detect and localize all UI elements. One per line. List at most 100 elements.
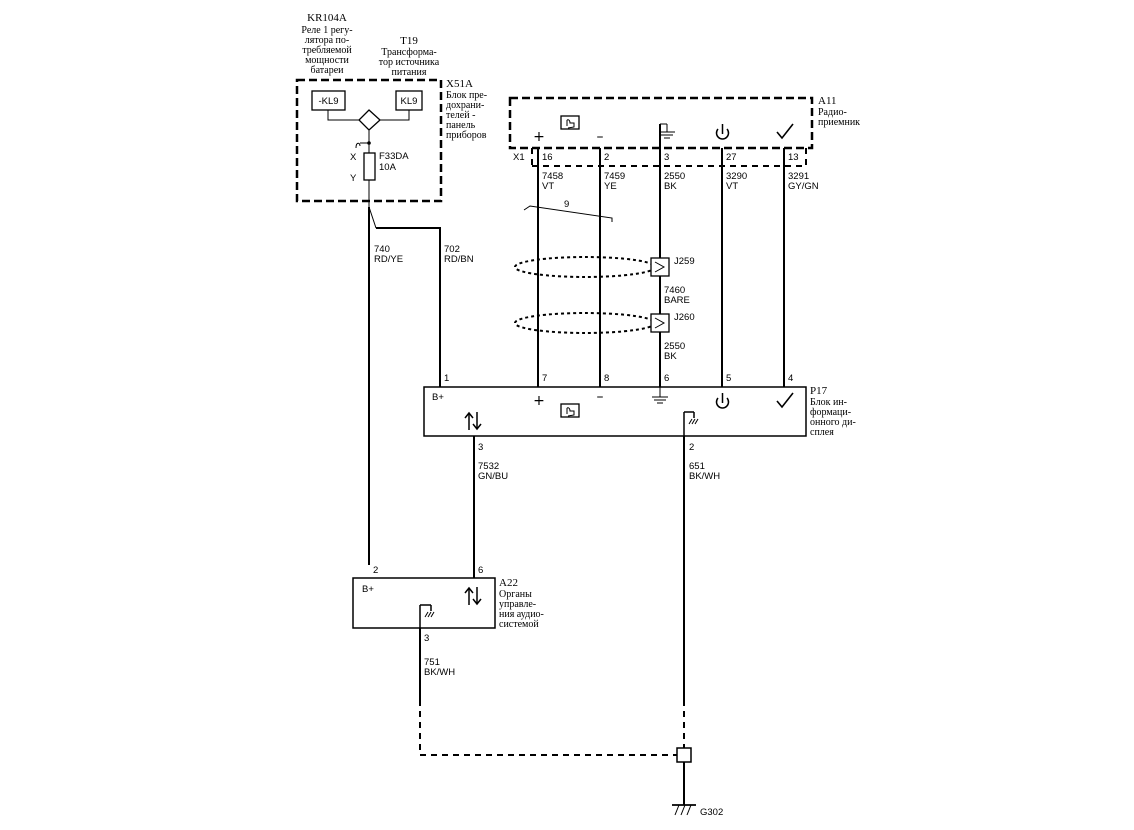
svg-text:6: 6 bbox=[664, 373, 669, 384]
splice-j259 bbox=[650, 257, 670, 277]
svg-text:7: 7 bbox=[542, 373, 547, 384]
svg-text:2: 2 bbox=[373, 565, 378, 576]
minus-icon: – bbox=[597, 129, 604, 145]
a22-data-arrows-icon bbox=[464, 586, 482, 606]
svg-text:дохрани-: дохрани- bbox=[446, 100, 484, 111]
fuse-name: F33DA bbox=[379, 151, 409, 162]
a11-label: A11 Радио- приемник bbox=[818, 95, 860, 128]
a11-radio-block bbox=[508, 96, 814, 150]
ground-splice bbox=[676, 747, 692, 763]
svg-text:BK/WH: BK/WH bbox=[689, 471, 720, 482]
svg-text:A22: A22 bbox=[499, 577, 518, 589]
svg-text:приборов: приборов bbox=[446, 130, 487, 141]
p17-touch-hand-icon bbox=[560, 403, 580, 418]
svg-text:GN/BU: GN/BU bbox=[478, 471, 508, 482]
svg-text:панель: панель bbox=[446, 120, 476, 131]
fuse-y-label: Y bbox=[350, 173, 357, 184]
svg-text:Органы: Органы bbox=[499, 589, 532, 600]
svg-text:системой: системой bbox=[499, 619, 539, 630]
svg-text:YE: YE bbox=[604, 181, 617, 192]
svg-text:2: 2 bbox=[604, 152, 609, 163]
p17-display-block bbox=[423, 386, 807, 437]
switch-hook-icon bbox=[355, 142, 361, 149]
svg-text:2: 2 bbox=[689, 442, 694, 453]
svg-text:7459: 7459 bbox=[604, 171, 625, 182]
x51a-label: X51A Блок пре- дохрани- телей - панель п… bbox=[446, 78, 487, 141]
p17-chassis-ground-icon bbox=[683, 411, 699, 436]
svg-text:мощности: мощности bbox=[305, 55, 349, 66]
svg-text:7460: 7460 bbox=[664, 285, 685, 296]
svg-text:BK: BK bbox=[664, 351, 677, 362]
svg-text:2550: 2550 bbox=[664, 171, 685, 182]
svg-text:RD/YE: RD/YE bbox=[374, 254, 403, 265]
svg-text:1: 1 bbox=[444, 373, 449, 384]
svg-text:RD/BN: RD/BN bbox=[444, 254, 474, 265]
plus-icon: + bbox=[533, 129, 545, 145]
check-icon bbox=[776, 123, 794, 140]
svg-text:VT: VT bbox=[542, 181, 554, 192]
svg-text:тор источника: тор источника bbox=[379, 57, 440, 68]
svg-text:2550: 2550 bbox=[664, 341, 685, 352]
shield-lower bbox=[514, 312, 656, 334]
p17-ground-icon bbox=[652, 387, 668, 404]
a22-bplus-label: B+ bbox=[362, 584, 374, 595]
twist-label: 9 bbox=[564, 199, 569, 210]
svg-text:BK: BK bbox=[664, 181, 677, 192]
relay-kl9-neg-label: -KL9 bbox=[318, 96, 338, 107]
g302-label: G302 bbox=[700, 807, 723, 818]
svg-text:6: 6 bbox=[478, 565, 483, 576]
power-icon bbox=[715, 124, 730, 140]
ground-icon bbox=[659, 123, 675, 139]
p17-minus-icon: – bbox=[597, 389, 604, 405]
wire-702 bbox=[376, 227, 441, 387]
fuse-x-label: X bbox=[350, 152, 357, 163]
svg-text:7458: 7458 bbox=[542, 171, 563, 182]
p17-check-icon bbox=[776, 392, 794, 409]
svg-text:сплея: сплея bbox=[810, 427, 834, 438]
ground-bus-dashed bbox=[419, 700, 677, 756]
svg-text:батареи: батареи bbox=[311, 65, 345, 76]
relay-kl9-label: KL9 bbox=[401, 96, 418, 107]
svg-text:Реле 1 регу-: Реле 1 регу- bbox=[301, 25, 352, 36]
g302-ground-icon bbox=[672, 804, 696, 816]
t19-label: T19 Трансформа- тор источника питания bbox=[379, 35, 440, 78]
svg-text:Блок пре-: Блок пре- bbox=[446, 90, 487, 101]
svg-text:4: 4 bbox=[788, 373, 793, 384]
svg-text:X51A: X51A bbox=[446, 78, 473, 90]
svg-text:5: 5 bbox=[726, 373, 731, 384]
p17-data-arrows-icon bbox=[464, 411, 482, 431]
svg-text:702: 702 bbox=[444, 244, 460, 255]
svg-text:Блок ин-: Блок ин- bbox=[810, 397, 847, 408]
twist-marker bbox=[523, 205, 613, 222]
svg-text:3290: 3290 bbox=[726, 171, 747, 182]
svg-text:3: 3 bbox=[478, 442, 483, 453]
a22-chassis-ground-icon bbox=[419, 604, 435, 628]
relay-diamond-symbol bbox=[358, 109, 381, 131]
svg-text:формаци-: формаци- bbox=[810, 407, 851, 418]
svg-text:3: 3 bbox=[664, 152, 669, 163]
fuse-rating: 10A bbox=[379, 162, 397, 173]
svg-text:GY/GN: GY/GN bbox=[788, 181, 819, 192]
svg-text:27: 27 bbox=[726, 152, 737, 163]
a22-label: A22 Органы управле- ния аудио- системой bbox=[499, 577, 544, 630]
svg-text:A11: A11 bbox=[818, 95, 837, 107]
svg-text:651: 651 bbox=[689, 461, 705, 472]
svg-text:ния аудио-: ния аудио- bbox=[499, 609, 544, 620]
svg-text:13: 13 bbox=[788, 152, 799, 163]
svg-text:Трансформа-: Трансформа- bbox=[381, 47, 436, 58]
svg-text:BK/WH: BK/WH bbox=[424, 667, 455, 678]
svg-text:740: 740 bbox=[374, 244, 390, 255]
svg-text:3: 3 bbox=[424, 633, 429, 644]
p17-power-icon bbox=[715, 393, 730, 409]
svg-text:3291: 3291 bbox=[788, 171, 809, 182]
svg-text:лятора по-: лятора по- bbox=[305, 35, 349, 46]
a22-audio-controls-block bbox=[352, 577, 496, 629]
svg-text:телей -: телей - bbox=[446, 110, 475, 121]
connector-x1-label: X1 bbox=[513, 152, 525, 163]
shield-upper bbox=[514, 256, 656, 278]
fuse-f33da bbox=[363, 152, 376, 181]
svg-text:онного ди-: онного ди- bbox=[810, 417, 856, 428]
svg-text:8: 8 bbox=[604, 373, 609, 384]
svg-text:питания: питания bbox=[392, 67, 427, 78]
svg-text:T19: T19 bbox=[400, 35, 418, 47]
